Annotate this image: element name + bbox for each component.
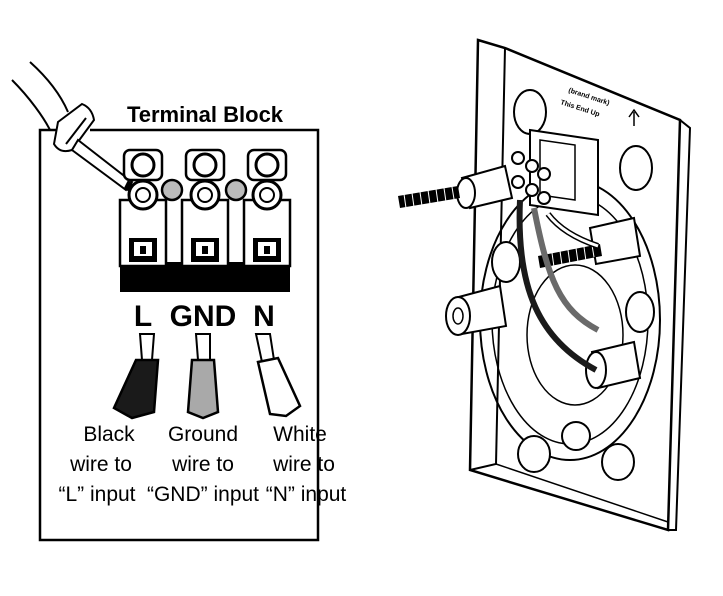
terminal-label-gnd: GND [170, 300, 237, 333]
black-wire-icon [112, 333, 160, 420]
caption-white-line2: wire to [272, 453, 335, 476]
terminal-label-n: N [253, 300, 275, 333]
terminal-block [118, 148, 292, 292]
caption-black-line3: “L” input [58, 483, 135, 506]
caption-white-line1: White [273, 423, 327, 446]
up-arrow-icon [628, 108, 640, 126]
terminal-label-l: L [134, 300, 152, 333]
mounting-plate-illustration: (brand mark) This End Up [398, 38, 692, 532]
screwdriver-icon [11, 61, 142, 196]
terminal-block-title: Terminal Block [127, 102, 284, 127]
screw-icon [122, 148, 288, 182]
caption-ground: Ground wire to “GND” input [147, 423, 259, 506]
caption-black-line1: Black [83, 423, 135, 446]
terminal-housing-gnd [180, 198, 230, 268]
caption-ground-line3: “GND” input [147, 483, 259, 506]
terminal-housing-l [118, 198, 168, 268]
screw-icon [127, 178, 283, 211]
white-wire-icon [254, 333, 302, 418]
ground-wire-icon [186, 333, 220, 420]
caption-ground-line1: Ground [168, 423, 238, 446]
plate-wires [516, 199, 600, 373]
caption-white-line3: “N” input [266, 483, 347, 506]
caption-white: White wire to “N” input [266, 423, 347, 506]
standoff-post [445, 164, 642, 390]
plate-terminal-block [511, 128, 599, 217]
caption-ground-line2: wire to [171, 453, 234, 476]
caption-black: Black wire to “L” input [58, 423, 135, 506]
mounting-plate [468, 38, 682, 532]
terminal-block-panel: Terminal Block [11, 61, 347, 542]
caption-black-line2: wire to [69, 453, 132, 476]
